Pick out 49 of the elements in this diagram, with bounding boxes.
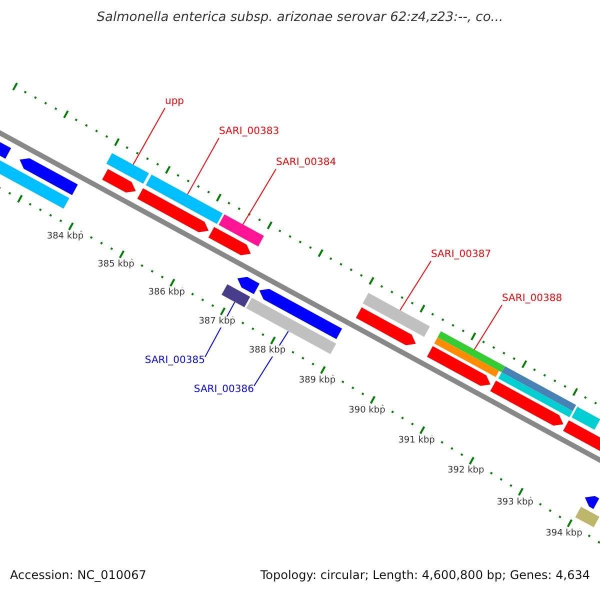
scale-label: 387 kbp xyxy=(198,316,236,328)
gene-feature xyxy=(572,406,600,430)
gene-feature xyxy=(498,372,573,418)
leader-line xyxy=(132,108,166,166)
gene-feature xyxy=(208,226,251,256)
gene-feature xyxy=(438,331,505,372)
scale-label: 392 kbp xyxy=(448,466,484,477)
gene-feature xyxy=(362,292,430,337)
gene-label: SARI_00386 xyxy=(194,384,254,396)
gene-feature xyxy=(584,496,600,509)
gene-feature xyxy=(246,298,336,354)
gene-feature xyxy=(490,380,564,426)
scale-label: 384 kbp xyxy=(46,231,84,242)
gene-label: upp xyxy=(165,96,184,108)
gene-feature xyxy=(218,214,264,246)
leader-line xyxy=(242,168,276,225)
accession-text: Accession: NC_010067 xyxy=(10,568,146,582)
scale-label: 385 kbp xyxy=(98,259,134,270)
gene-label: SARI_00383 xyxy=(219,126,280,138)
map-title: Salmonella enterica subsp. arizonae serovar 62:z4,z23:--, co... xyxy=(96,10,504,25)
gene-feature xyxy=(575,506,600,528)
gene-feature xyxy=(137,188,209,232)
scale-label: 390 kbp xyxy=(348,405,386,416)
gene-feature xyxy=(237,276,260,294)
gene-feature xyxy=(563,420,600,452)
gene-feature xyxy=(259,288,342,340)
scale-label: 388 kbp xyxy=(248,346,286,357)
leader-line xyxy=(187,138,220,195)
gene-feature xyxy=(106,153,149,184)
genome-info-text: Topology: circular; Length: 4,600,800 bp; Genes: 4,634 xyxy=(260,568,590,582)
gene-feature xyxy=(427,346,490,386)
gene-feature xyxy=(146,174,223,224)
gene-label: SARI_00387 xyxy=(431,249,492,261)
scale-label: 393 kbp xyxy=(496,497,534,508)
scale-label: 386 kbp xyxy=(148,288,185,299)
scale-label: 391 kbp xyxy=(398,435,435,446)
gene-feature xyxy=(502,366,576,412)
gene-feature xyxy=(20,158,78,196)
gene-feature xyxy=(222,284,250,308)
gene-feature xyxy=(434,337,499,378)
leader-line xyxy=(474,304,502,350)
gene-feature xyxy=(102,169,136,193)
scale-label: 394 kbp xyxy=(546,528,582,540)
leader-line xyxy=(400,260,432,311)
gene-label: SARI_00384 xyxy=(276,157,336,169)
gene-label: SARI_00388 xyxy=(502,293,562,305)
gene-feature xyxy=(356,307,416,346)
gene-label: SARI_00385 xyxy=(144,355,205,367)
scale-label: 389 kbp xyxy=(298,375,336,386)
